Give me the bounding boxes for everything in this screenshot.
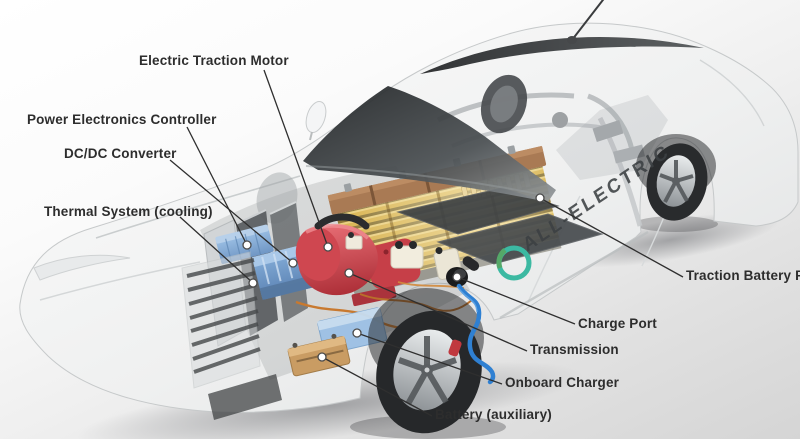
label-battery-auxiliary: Battery (auxiliary) [435,407,552,422]
label-dcdc-converter: DC/DC Converter [64,146,177,161]
leader-dot-dcdc-converter [288,258,298,268]
leader-dot-electric-traction-motor [323,242,333,252]
side-mirror [305,101,327,141]
leader-line-traction-battery-pack [539,197,684,278]
antenna [567,0,605,44]
label-traction-battery-pack: Traction Battery Pack [686,268,800,283]
label-transmission: Transmission [530,342,619,357]
brand-logo-ring [496,245,532,281]
leader-line-dcdc-converter [169,159,294,264]
roof-panel [420,36,704,74]
leader-dots [242,193,545,362]
leader-line-charge-port [456,276,576,325]
windshield-glass [303,86,556,202]
label-power-electronics-controller: Power Electronics Controller [27,112,217,127]
label-thermal-system-cooling: Thermal System (cooling) [44,204,213,219]
cowl-line [305,165,549,197]
leader-lines [169,69,684,417]
charge-cable [456,283,496,385]
leader-dot-transmission [344,268,354,278]
leader-dot-onboard-charger [352,328,362,338]
leader-dot-thermal-system [248,278,258,288]
leader-line-transmission [348,272,528,352]
front-grille [181,251,282,420]
leader-dot-traction-battery-pack [535,193,545,203]
far-rear-wheel-rim [490,85,518,123]
label-onboard-charger: Onboard Charger [505,375,620,390]
leader-line-battery-auxiliary [321,356,433,417]
leader-dot-charge-port [452,272,462,282]
front-wheel [368,288,484,434]
headlight [33,254,131,281]
leader-dot-battery-auxiliary [317,352,327,362]
leader-line-electric-traction-motor [263,69,329,248]
rear-wheel [636,134,716,221]
leader-line-power-electronics-controller [186,126,248,246]
seat-base-panels [396,187,604,265]
label-charge-port: Charge Port [578,316,657,331]
leader-line-thermal-system [179,216,254,284]
leader-dot-power-electronics-controller [242,240,252,250]
label-electric-traction-motor: Electric Traction Motor [139,53,289,68]
leader-line-onboard-charger [356,332,503,385]
